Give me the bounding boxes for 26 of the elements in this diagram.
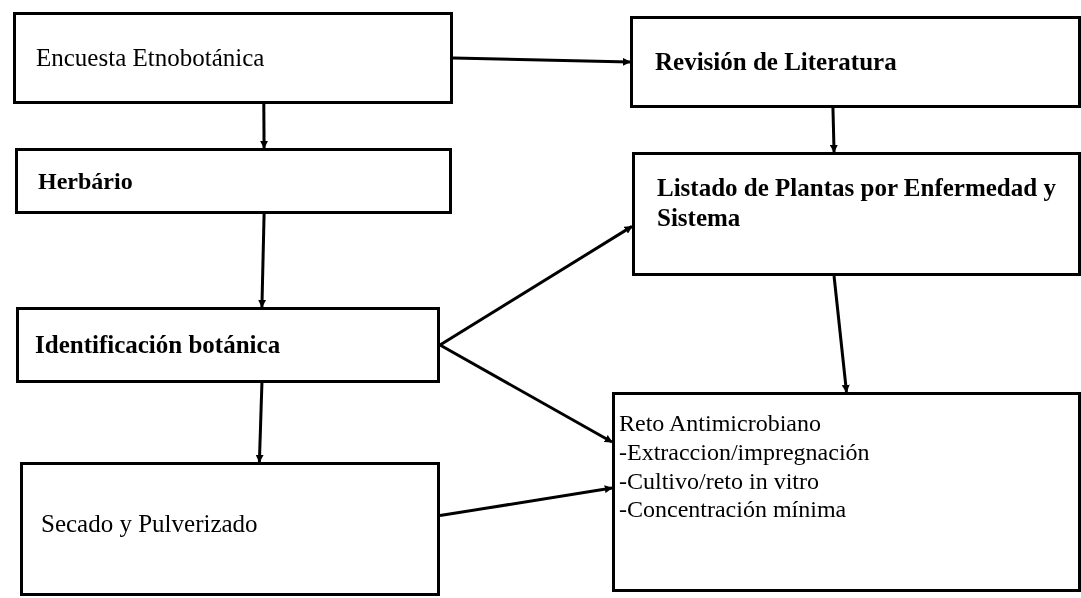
arrow xyxy=(255,382,264,463)
process-box xyxy=(630,16,1081,108)
box-text: -Concentración mínima xyxy=(619,495,848,525)
box-text: Identificación botánica xyxy=(35,330,282,360)
process-box xyxy=(632,152,1081,276)
arrow xyxy=(439,343,613,444)
process-box xyxy=(15,148,452,214)
box-text: Listado de Plantas por Enfermedad y Sistema xyxy=(657,173,1056,233)
box-text: Revisión de Literatura xyxy=(655,47,898,77)
box-text: -Extraccion/impregnación xyxy=(619,437,871,467)
arrow xyxy=(439,225,633,347)
process-box xyxy=(16,307,440,383)
box-text: Encuesta Etnobotánica xyxy=(36,43,266,73)
arrow xyxy=(260,104,269,149)
process-box xyxy=(612,392,1081,592)
process-box xyxy=(20,462,440,596)
arrow xyxy=(439,485,613,518)
arrow xyxy=(829,107,838,153)
box-text: Secado y Pulverizado xyxy=(41,509,259,539)
arrow xyxy=(832,275,850,393)
box-text: -Cultivo/reto in vitro xyxy=(619,466,820,496)
box-text: Reto Antimicrobiano xyxy=(619,409,822,438)
box-text: Herbário xyxy=(38,166,134,196)
arrow xyxy=(258,213,267,308)
arrow xyxy=(452,56,631,66)
process-box xyxy=(13,12,453,104)
